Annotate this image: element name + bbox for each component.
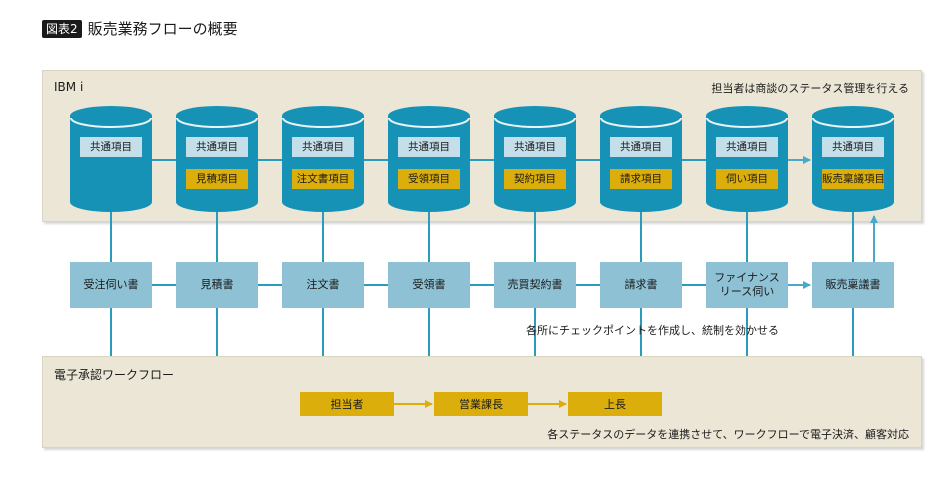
common-field-chip: 共通項目: [504, 137, 566, 157]
status-management-note: 担当者は商談のステータス管理を行える: [711, 82, 909, 95]
workflow-note: 各ステータスのデータを連携させて、ワークフローで電子決済、顧客対応: [547, 428, 909, 441]
specific-field-chip: 請求項目: [610, 169, 672, 189]
database-cylinder: 共通項目見積項目: [176, 106, 258, 214]
document-box: 見積書: [176, 262, 258, 308]
workflow-step-staff: 担当者: [300, 392, 394, 416]
database-cylinder: 共通項目契約項目: [494, 106, 576, 214]
workflow-label: 電子承認ワークフロー: [54, 368, 175, 382]
specific-field-chip: 注文書項目: [292, 169, 354, 189]
document-label: 販売稟議書: [825, 278, 881, 291]
database-cylinder: 共通項目受領項目: [388, 106, 470, 214]
common-field-chip: 共通項目: [186, 137, 248, 157]
database-icon: [706, 106, 788, 212]
workflow-panel: [42, 356, 922, 448]
document-label: 受領書: [412, 278, 446, 291]
database-cylinder: 共通項目請求項目: [600, 106, 682, 214]
specific-field-chip: 受領項目: [398, 169, 460, 189]
document-box: 受領書: [388, 262, 470, 308]
database-cylinder: 共通項目販売稟議項目: [812, 106, 894, 214]
database-cylinder: 共通項目注文書項目: [282, 106, 364, 214]
document-label: 見積書: [200, 278, 234, 291]
database-icon: [282, 106, 364, 212]
database-icon: [70, 106, 152, 212]
document-box: 販売稟議書: [812, 262, 894, 308]
document-box: ファイナンス リース伺い: [706, 262, 788, 308]
common-field-chip: 共通項目: [398, 137, 460, 157]
document-box: 売買契約書: [494, 262, 576, 308]
specific-field-chip: 販売稟議項目: [822, 169, 884, 189]
common-field-chip: 共通項目: [822, 137, 884, 157]
figure-heading: 販売業務フローの概要: [87, 20, 238, 38]
specific-field-chip: 契約項目: [504, 169, 566, 189]
figure-title: 図表2 販売業務フローの概要: [42, 18, 238, 39]
document-label: 受注伺い書: [83, 278, 139, 291]
database-icon: [600, 106, 682, 212]
common-field-chip: 共通項目: [716, 137, 778, 157]
workflow-step-sales-manager: 営業課長: [434, 392, 528, 416]
ibm-i-label: IBM i: [54, 80, 84, 94]
document-box: 請求書: [600, 262, 682, 308]
common-field-chip: 共通項目: [292, 137, 354, 157]
document-label: ファイナンス リース伺い: [714, 271, 780, 298]
workflow-step-label: 担当者: [330, 398, 364, 411]
specific-field-chip: 伺い項目: [716, 169, 778, 189]
workflow-step-label: 上長: [604, 398, 626, 411]
figure-badge: 図表2: [42, 19, 82, 38]
document-box: 受注伺い書: [70, 262, 152, 308]
database-icon: [388, 106, 470, 212]
common-field-chip: 共通項目: [80, 137, 142, 157]
specific-field-chip: 見積項目: [186, 169, 248, 189]
document-label: 売買契約書: [507, 278, 563, 291]
workflow-step-superior: 上長: [568, 392, 662, 416]
database-icon: [494, 106, 576, 212]
database-cylinder: 共通項目伺い項目: [706, 106, 788, 214]
checkpoint-note: 各所にチェックポイントを作成し、統制を効かせる: [526, 324, 779, 337]
document-label: 請求書: [624, 278, 658, 291]
workflow-step-label: 営業課長: [459, 398, 503, 411]
database-cylinder: 共通項目: [70, 106, 152, 214]
document-label: 注文書: [306, 278, 340, 291]
database-icon: [176, 106, 258, 212]
database-icon: [812, 106, 894, 212]
document-box: 注文書: [282, 262, 364, 308]
common-field-chip: 共通項目: [610, 137, 672, 157]
